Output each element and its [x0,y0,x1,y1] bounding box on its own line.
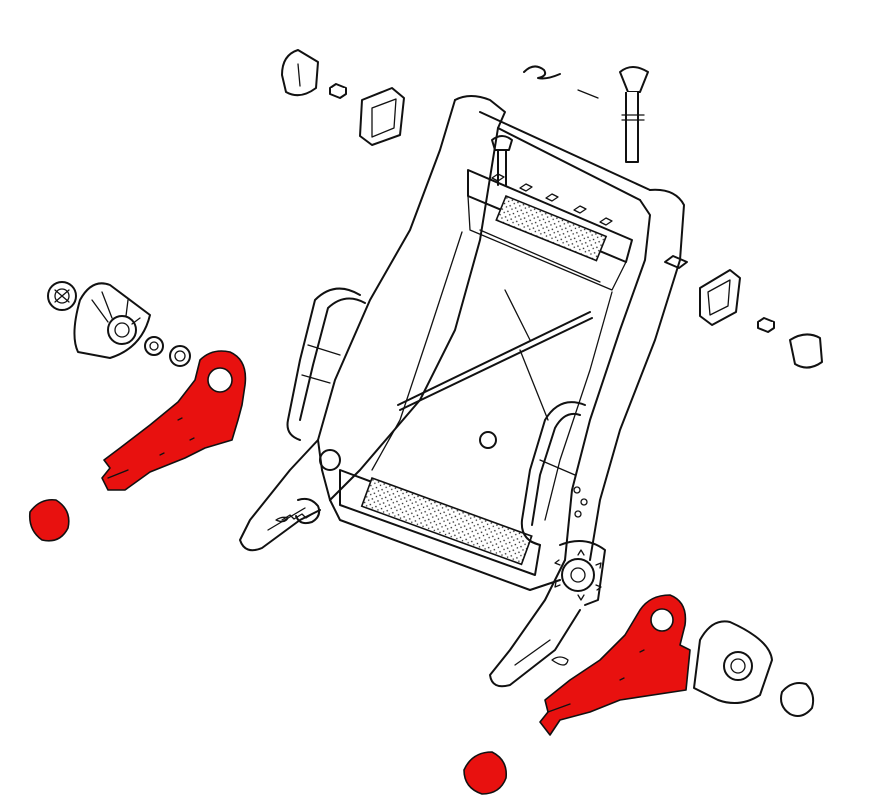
recliner-washer-small-left [47,281,77,311]
headrest-guide-clip-left [329,83,347,99]
recliner-bracket-right [539,594,691,736]
cover-cap-right-plain [780,682,815,717]
cover-cap-left [28,498,70,542]
headrest-guide-left [281,49,319,97]
seat-back-frame [239,95,688,688]
recliner-washers-left [144,336,191,367]
headrest-guide-rod [619,66,649,163]
recliner-knob-right [693,620,773,705]
recliner-knob-left [73,282,151,359]
cover-cap-right [463,751,508,795]
headrest-guide-sleeve-left [359,87,405,146]
headrest-guide-right [699,269,823,369]
recliner-bracket-left [101,350,247,491]
headrest-spring-clip [523,65,599,99]
